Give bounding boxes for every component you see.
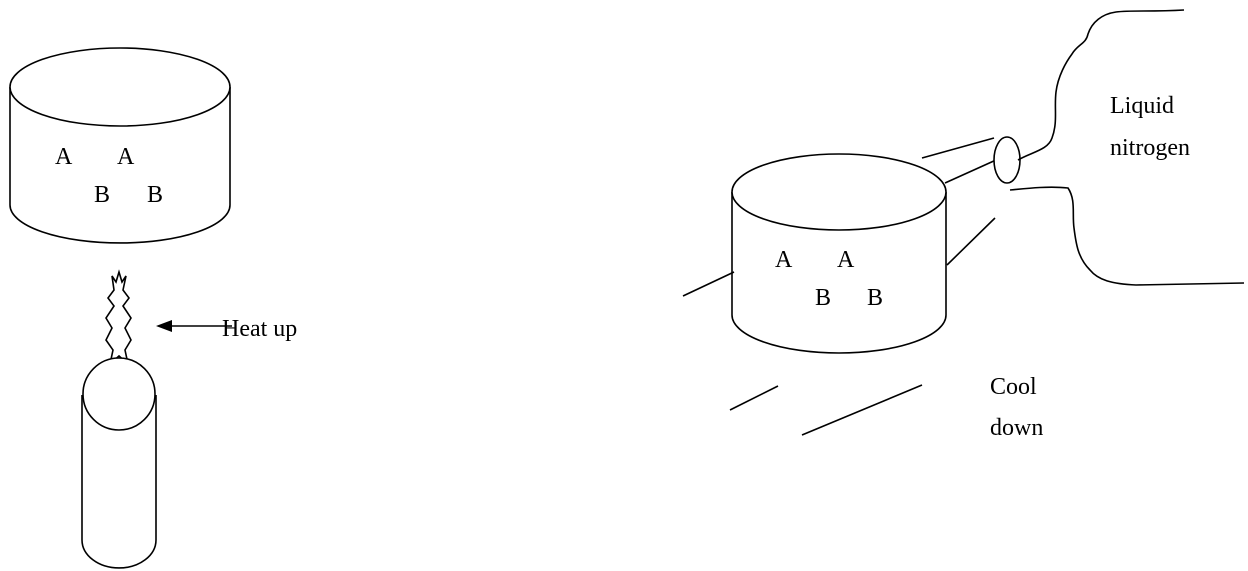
nozzle-icon xyxy=(993,136,1021,184)
right-container-particles: A A B B xyxy=(775,247,883,311)
left-particle-a1: A xyxy=(55,144,73,170)
nitrogen-label-line2: nitrogen xyxy=(1110,135,1190,161)
left-particle-b2: B xyxy=(147,182,163,208)
left-particle-b1: B xyxy=(94,182,110,208)
cool-label-line1: Cool xyxy=(990,374,1037,400)
right-particle-a2: A xyxy=(837,247,855,273)
right-particle-b1: B xyxy=(815,285,831,311)
right-particle-b2: B xyxy=(867,285,883,311)
right-particle-a1: A xyxy=(775,247,793,273)
cold-lines xyxy=(682,137,997,436)
burner xyxy=(81,357,157,569)
left-container-particles: A A B B xyxy=(55,144,163,208)
flame-icon xyxy=(105,269,132,367)
left-particle-a2: A xyxy=(117,144,135,170)
left-container xyxy=(9,47,231,244)
right-container xyxy=(731,153,947,354)
cool-label-line2: down xyxy=(990,415,1043,441)
heat-up-label: Heat up xyxy=(222,316,297,342)
nitrogen-label-line1: Liquid xyxy=(1110,93,1174,119)
heat-arrow xyxy=(156,320,232,332)
nitrogen-cloud xyxy=(1009,9,1245,286)
